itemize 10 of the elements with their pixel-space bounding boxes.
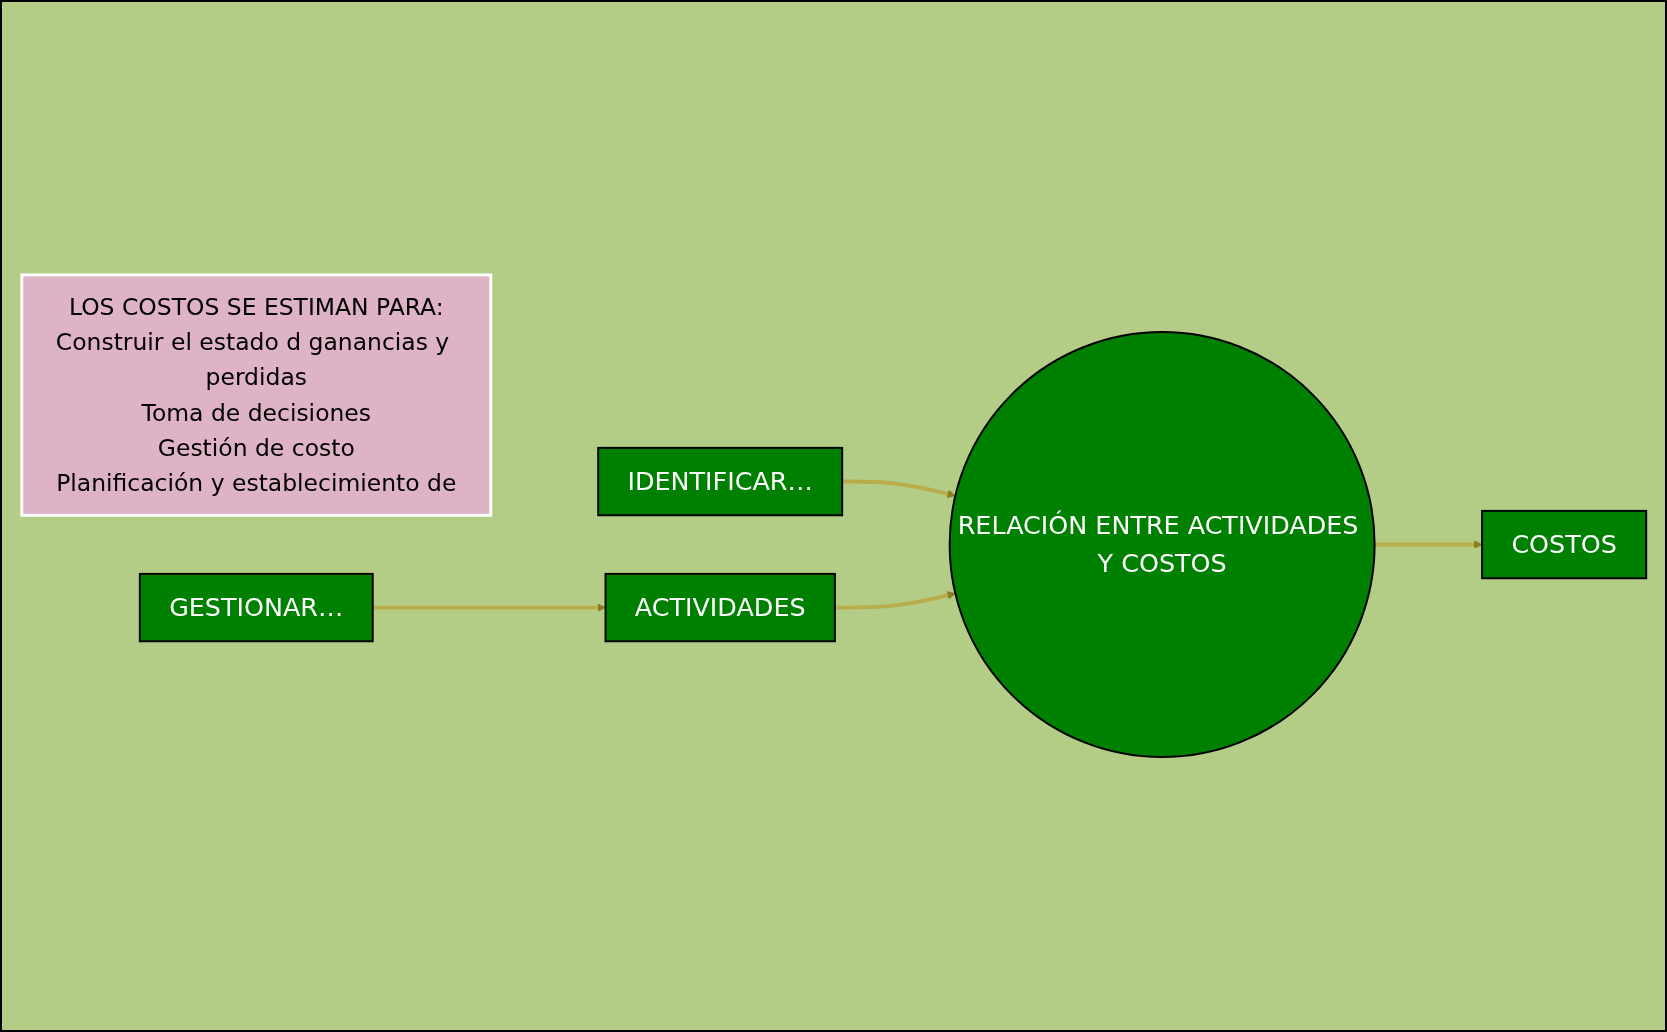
node-box: COSTOS: [1480, 509, 1647, 580]
node-box: ACTIVIDADES: [604, 572, 836, 643]
node-circle: RELACIÓN ENTRE ACTIVIDADES Y COSTOS: [948, 331, 1376, 759]
node-box: GESTIONAR…: [138, 572, 374, 643]
arrow: [372, 603, 606, 612]
node-box: IDENTIFICAR…: [596, 446, 843, 517]
arrow: [834, 591, 956, 610]
arrow: [1374, 540, 1482, 549]
node-box: LOS COSTOS SE ESTIMAN PARA: Construir el estado d ganancias y perdidas Toma de decisiones Gestión de costo Planificación y establecimiento de: [19, 273, 492, 517]
arrow: [841, 479, 956, 499]
